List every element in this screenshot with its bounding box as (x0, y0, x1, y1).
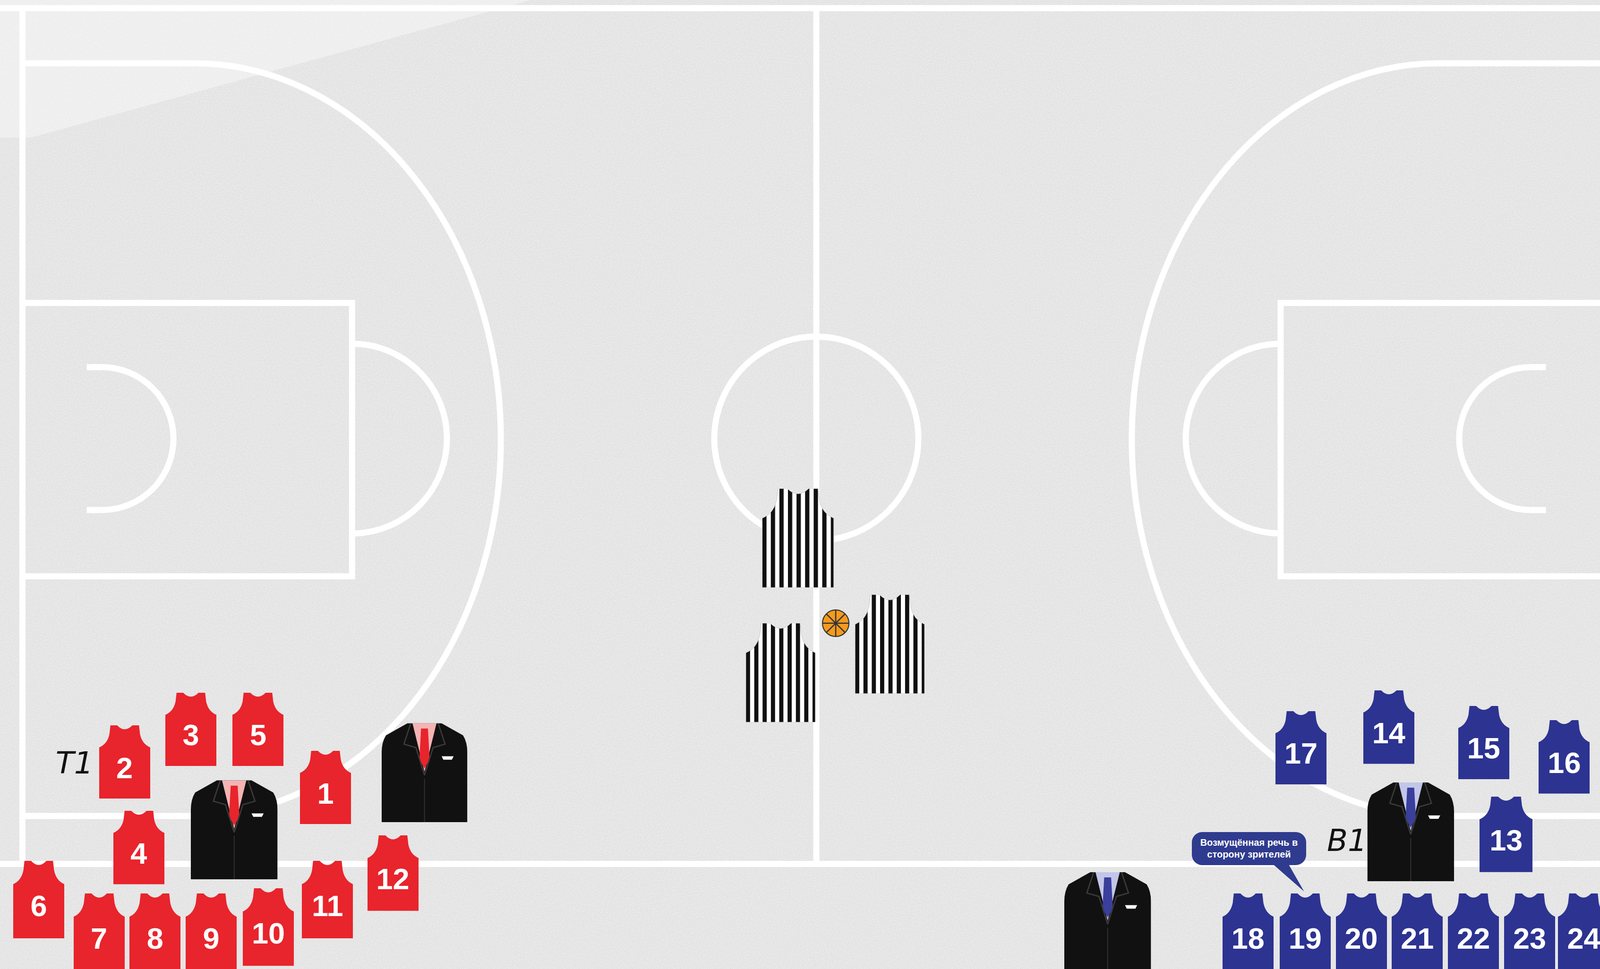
jersey-number: 10 (242, 918, 294, 949)
jersey-number: 4 (113, 838, 165, 869)
player-jersey: 15 (1458, 706, 1510, 780)
jersey-number: 16 (1538, 748, 1590, 779)
team-label: B1 (1326, 823, 1368, 859)
player-jersey: 3 (165, 693, 217, 767)
jersey-number: 17 (1275, 738, 1327, 769)
player-jersey: 8 (129, 893, 181, 969)
player-jersey: 16 (1538, 720, 1590, 795)
player-jersey: 1 (299, 751, 351, 825)
player-jersey: 11 (301, 861, 353, 939)
player-jersey: 21 (1391, 893, 1443, 969)
player-jersey: 17 (1275, 711, 1327, 786)
jersey-number: 3 (165, 720, 217, 751)
jersey-number: 23 (1504, 924, 1556, 954)
jersey-number: 18 (1222, 924, 1274, 954)
player-jersey: 7 (73, 893, 125, 969)
jersey-number: 8 (129, 924, 181, 954)
player-jersey: 18 (1222, 893, 1274, 969)
jersey-number: 21 (1391, 924, 1443, 954)
player-jersey: 9 (185, 893, 237, 969)
player-jersey: 5 (232, 693, 284, 767)
jersey-number: 20 (1335, 924, 1387, 954)
player-jersey: 14 (1363, 690, 1415, 765)
jersey-number: 2 (99, 753, 151, 784)
jersey-number: 6 (13, 891, 65, 922)
player-jersey: 6 (13, 861, 65, 939)
jersey-number: 13 (1479, 825, 1533, 856)
jersey-number: 19 (1279, 924, 1331, 954)
player-jersey: 4 (113, 811, 165, 885)
jersey-number: 22 (1447, 924, 1499, 954)
jersey-number: 24 (1557, 924, 1600, 954)
jersey-number: 9 (185, 924, 237, 954)
jersey-number: 12 (367, 864, 419, 895)
player-jersey: 22 (1447, 893, 1499, 969)
player-jersey: 12 (367, 835, 419, 912)
player-jersey: 13 (1479, 796, 1533, 873)
team-label: T1 (55, 745, 94, 781)
jersey-number: 14 (1363, 718, 1415, 749)
speech-text: Возмущённая речь в сторону зрителей (1198, 837, 1300, 861)
player-jersey: 19 (1279, 893, 1331, 969)
jersey-number: 1 (299, 778, 351, 809)
speech-bubble: Возмущённая речь в сторону зрителей (1191, 832, 1307, 866)
jersey-number: 7 (73, 924, 125, 954)
jersey-number: 15 (1458, 733, 1510, 764)
player-jersey: 20 (1335, 893, 1387, 969)
jersey-number: 5 (232, 720, 284, 751)
player-jersey: 24 (1557, 893, 1600, 969)
player-jersey: 10 (242, 888, 294, 967)
jersey-number: 11 (301, 891, 353, 922)
player-jersey: 2 (99, 725, 151, 800)
player-jersey: 23 (1504, 893, 1556, 969)
